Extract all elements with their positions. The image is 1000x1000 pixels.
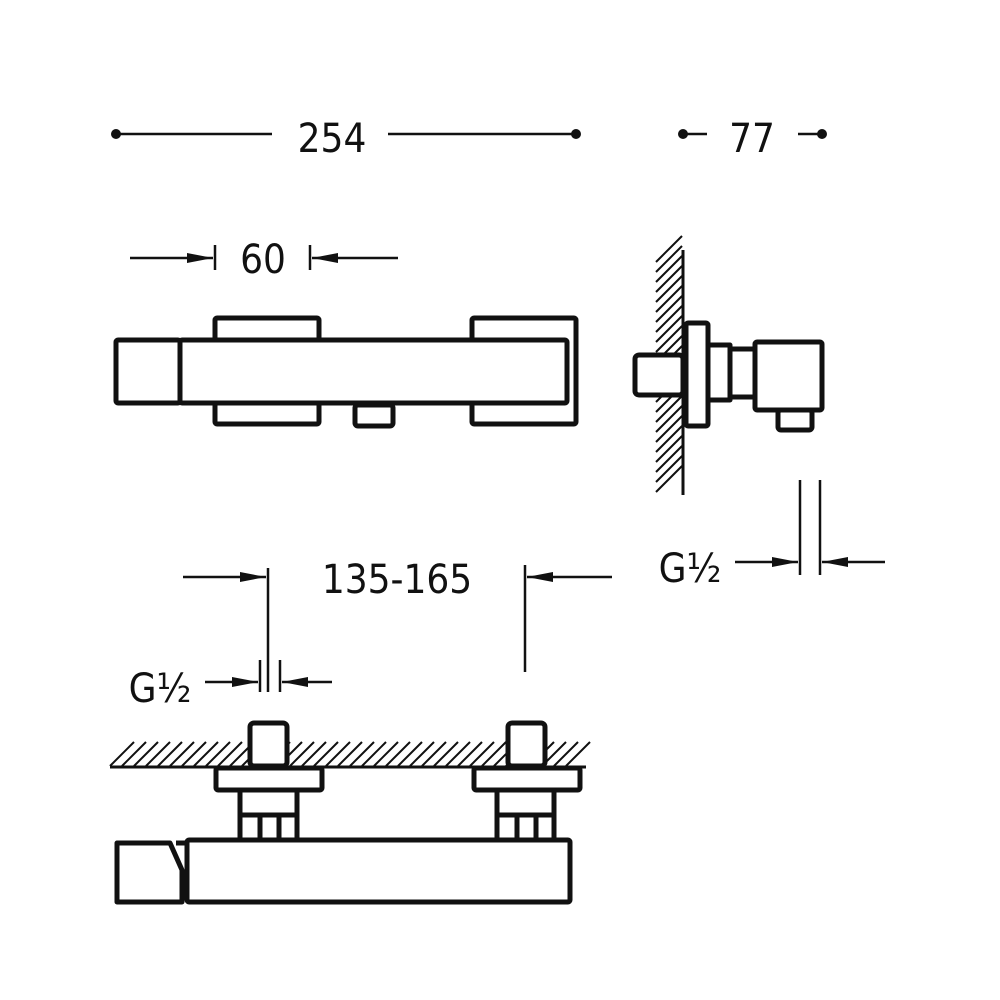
- dimension-label-254: 254: [298, 116, 367, 162]
- hatch-line: [301, 741, 327, 767]
- dimension-thread-side: G½: [659, 480, 885, 592]
- front-view: [113, 315, 579, 429]
- hatch-line: [655, 285, 683, 313]
- dimension-label-77: 77: [729, 116, 775, 162]
- hatch-line: [109, 741, 135, 767]
- hatch-line: [205, 741, 231, 767]
- wall-hatching: [655, 235, 683, 493]
- hatch-line: [397, 741, 423, 767]
- dimension-label-135-165: 135-165: [322, 557, 472, 603]
- hatch-line: [655, 415, 683, 443]
- hatch-line: [445, 741, 471, 767]
- hatch-line: [655, 255, 683, 283]
- hatch-line: [181, 741, 207, 767]
- hatch-line: [385, 741, 411, 767]
- dimension-label-60: 60: [240, 237, 286, 283]
- hatch-line: [337, 741, 363, 767]
- hatch-line: [469, 741, 495, 767]
- thread-label-side: G½: [659, 546, 722, 592]
- top-view: [109, 720, 591, 905]
- hatch-line: [373, 741, 399, 767]
- hatch-line: [655, 275, 683, 303]
- hatch-line: [433, 741, 459, 767]
- hatch-line: [655, 455, 683, 483]
- dimension-overall-width: 254: [111, 116, 581, 162]
- hatch-line: [655, 245, 683, 273]
- hatch-line: [655, 235, 683, 263]
- hatch-line: [655, 305, 683, 333]
- hatch-line: [655, 425, 683, 453]
- hatch-line: [457, 741, 483, 767]
- hatch-line: [349, 741, 375, 767]
- hatch-line: [655, 445, 683, 473]
- thread-label-bottom: G½: [129, 666, 192, 712]
- side-view: [632, 235, 825, 495]
- hatch-line: [289, 741, 315, 767]
- hatch-line: [133, 741, 159, 767]
- hatch-line: [409, 741, 435, 767]
- hatch-line: [169, 741, 195, 767]
- hatch-line: [655, 435, 683, 463]
- hatch-line: [655, 325, 683, 353]
- hatch-line: [655, 265, 683, 293]
- hatch-line: [325, 741, 351, 767]
- hatch-line: [655, 465, 683, 493]
- hatch-line: [193, 741, 219, 767]
- hatch-line: [553, 741, 579, 767]
- hatch-line: [157, 741, 183, 767]
- hatch-line: [421, 741, 447, 767]
- hatch-line: [145, 741, 171, 767]
- hatch-line: [217, 741, 243, 767]
- hatch-line: [655, 315, 683, 343]
- hatch-line: [655, 395, 683, 423]
- dimension-thread-bottom: G½: [129, 660, 332, 712]
- hatch-line: [481, 741, 507, 767]
- hatch-line: [313, 741, 339, 767]
- dimension-depth: 77: [678, 116, 827, 162]
- hatch-line: [361, 741, 387, 767]
- hatch-line: [565, 741, 591, 767]
- dimension-center-distance: 135-165: [183, 557, 612, 692]
- hatch-line: [121, 741, 147, 767]
- hatch-line: [655, 405, 683, 433]
- hatch-line: [655, 295, 683, 323]
- dimension-handle-block: 60: [130, 237, 398, 283]
